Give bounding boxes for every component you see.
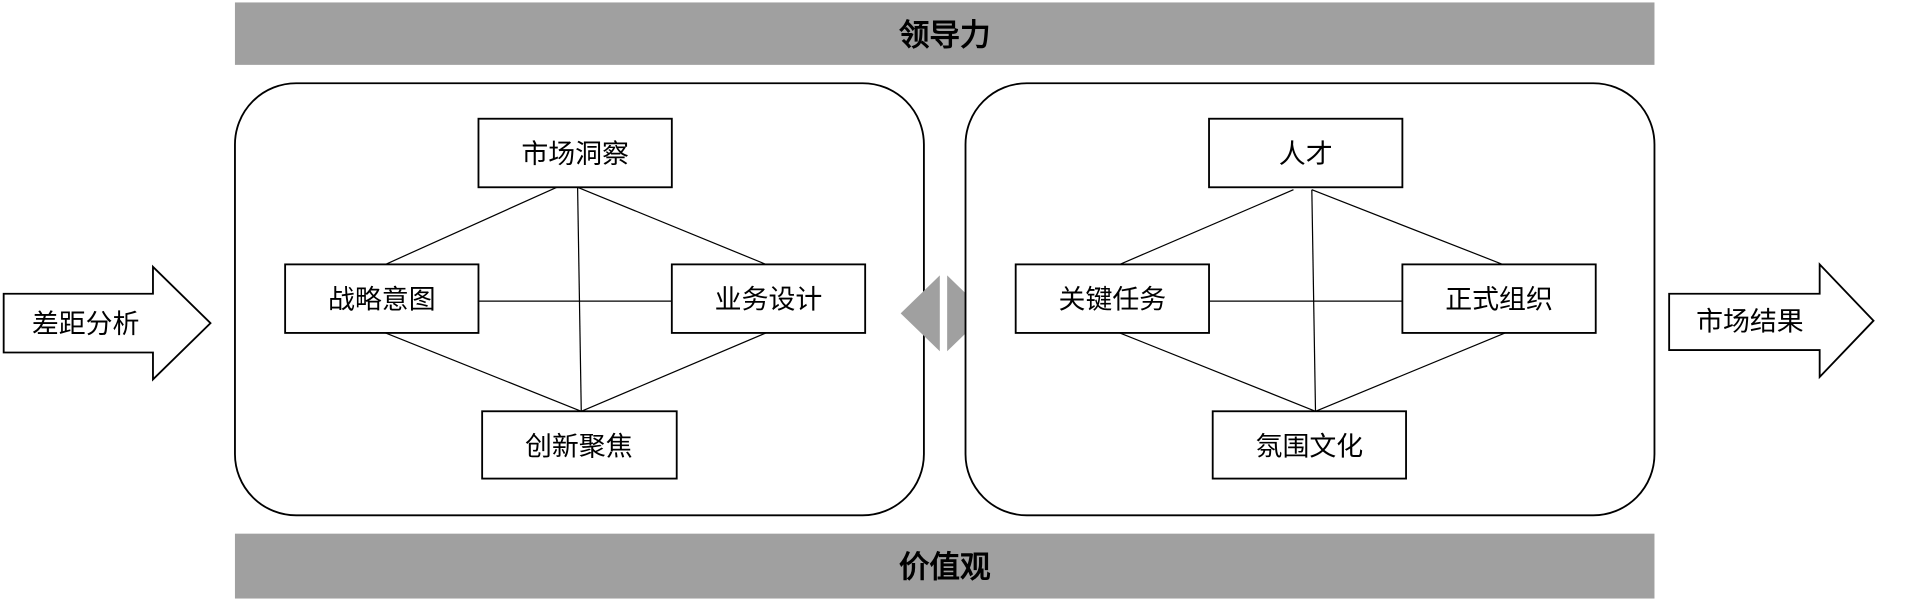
execution-panel: 人才 关键任务 正式组织 氛围文化: [964, 82, 1656, 517]
values-bar: 价值观: [234, 533, 1655, 599]
innovation-focus-box: 创新聚焦: [481, 410, 678, 480]
talent-box: 人才: [1208, 117, 1404, 189]
values-label: 价值观: [899, 551, 991, 586]
market-insight-label: 市场洞察: [521, 139, 629, 170]
critical-tasks-box: 关键任务: [1014, 263, 1210, 334]
innovation-focus-label: 创新聚焦: [525, 431, 633, 462]
business-design-label: 业务设计: [715, 284, 823, 315]
gap-analysis-arrow: 差距分析: [2, 264, 212, 382]
leadership-label: 领导力: [899, 18, 991, 53]
formal-organization-label: 正式组织: [1445, 284, 1553, 315]
business-design-box: 业务设计: [670, 263, 867, 334]
strategy-panel: 市场洞察 战略意图 业务设计 创新聚焦: [234, 82, 925, 517]
market-result-arrow: 市场结果: [1668, 262, 1875, 380]
leadership-bar: 领导力: [234, 2, 1655, 65]
gap-analysis-label: 差距分析: [32, 309, 140, 340]
strategic-intent-label: 战略意图: [328, 284, 436, 315]
culture-label: 氛围文化: [1256, 431, 1364, 462]
formal-organization-box: 正式组织: [1401, 263, 1597, 334]
critical-tasks-label: 关键任务: [1059, 284, 1167, 315]
strategic-intent-box: 战略意图: [284, 263, 480, 334]
market-insight-box: 市场洞察: [477, 117, 673, 189]
talent-label: 人才: [1279, 139, 1333, 170]
market-result-label: 市场结果: [1696, 306, 1804, 337]
culture-box: 氛围文化: [1211, 410, 1407, 480]
